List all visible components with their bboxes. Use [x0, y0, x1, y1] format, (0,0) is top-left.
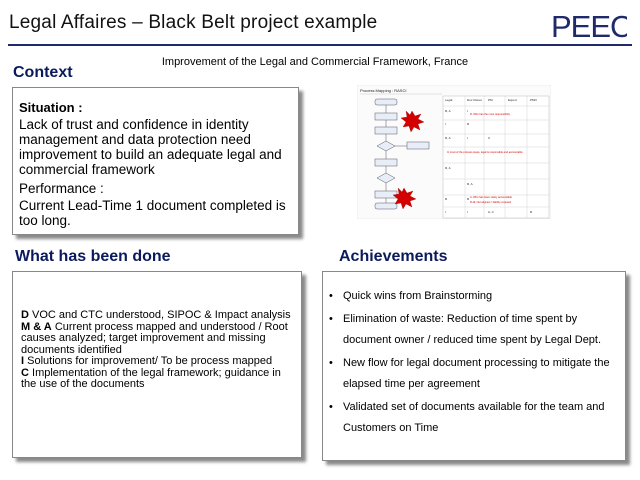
achievements-box: • Quick wins from Brainstorming • Eliminat… — [322, 271, 626, 461]
process-mapping-thumbnail: Process Mapping : RASCI — [357, 85, 551, 219]
rasci-note: R all: Not aligned = liability exposed — [470, 200, 512, 204]
dmaic-item-control: C Implementation of the legal framework;… — [21, 366, 296, 391]
dmaic-key: I — [21, 355, 25, 367]
rasci-note: In most of the process steps, legal is r… — [447, 150, 523, 154]
context-box: Situation : Lack of trust and confidence… — [12, 87, 299, 235]
bullet-icon: • — [329, 357, 333, 369]
situation-label: Situation : — [19, 100, 83, 115]
rasci-cell: I — [467, 136, 468, 140]
rasci-cell: A, C — [488, 210, 495, 214]
dmaic-text: VOC and CTC understood, SIPOC & Impact a… — [28, 309, 291, 321]
rasci-cell: R — [467, 197, 470, 201]
rasci-cell: R, A — [467, 182, 473, 186]
bullet-icon: • — [329, 313, 333, 325]
rasci-col-pm: PM — [488, 98, 493, 102]
rasci-cell: I — [467, 210, 468, 214]
achievement-text: Elimination of waste: Reduction of time … — [343, 313, 602, 346]
dmaic-key: C — [21, 366, 29, 379]
problem-burst-icon — [392, 110, 425, 210]
achievement-text: New flow for legal document processing t… — [343, 357, 610, 390]
slide-title: Legal Affaires – Black Belt project exam… — [9, 12, 378, 33]
achievement-item: • New flow for legal document processing … — [329, 353, 621, 395]
rasci-col-pmo: PMO — [530, 98, 538, 102]
rasci-cell: R, A — [445, 166, 451, 170]
rasci-col-expert: Expert — [508, 98, 517, 102]
situation-text: Lack of trust and confidence in identity… — [19, 117, 282, 177]
rasci-cell: I — [445, 210, 446, 214]
process-map-title: Process Mapping : RASCI — [360, 88, 406, 93]
done-box: D VOC and CTC understood, SIPOC & Impact… — [12, 271, 302, 458]
dmaic-text: Current process mapped and understood / … — [21, 320, 288, 356]
achievement-item: • Quick wins from Brainstorming — [329, 286, 621, 307]
rasci-col-doc-owner: Doc Owner — [467, 98, 482, 102]
bullet-icon: • — [329, 401, 333, 413]
rasci-cell: R — [530, 210, 533, 214]
context-heading: Context — [13, 64, 73, 81]
achievements-list: • Quick wins from Brainstorming • Eliminat… — [329, 286, 621, 441]
achievement-item: • Validated set of documents available fo… — [329, 397, 621, 439]
dmaic-item-measure-analyze: M & A Current process mapped and underst… — [21, 320, 296, 357]
performance-label: Performance : — [19, 181, 104, 196]
rasci-cell: I — [467, 109, 468, 113]
rasci-cell: R, A — [445, 109, 451, 113]
done-heading: What has been done — [15, 248, 171, 265]
project-subtitle: Improvement of the Legal and Commercial … — [161, 56, 469, 68]
achievement-text: Quick wins from Brainstorming — [343, 290, 493, 302]
performance-text: Current Lead-Time 1 document completed i… — [19, 198, 286, 228]
achievements-heading: Achievements — [339, 248, 448, 265]
dmaic-key: D — [21, 309, 29, 321]
rasci-cell: I — [445, 122, 446, 126]
rasci-note: A: Who has been solely accountable — [470, 195, 513, 199]
rasci-col-legal: Legal — [445, 98, 453, 102]
title-divider — [8, 44, 632, 46]
rasci-note: R: Who has the most responsibility — [470, 112, 511, 116]
achievement-text: Validated set of documents available for… — [343, 401, 605, 434]
dmaic-list: D VOC and CTC understood, SIPOC & Impact… — [21, 309, 296, 391]
achievement-item: • Elimination of waste: Reduction of time… — [329, 309, 621, 351]
dmaic-key: M & A — [21, 320, 52, 333]
rasci-cell: C — [488, 136, 491, 140]
rasci-cell: R — [467, 122, 470, 126]
dmaic-item-improve: I Solutions for improvement/ To be proce… — [21, 355, 296, 368]
dmaic-text: Implementation of the legal framework; g… — [21, 366, 281, 390]
rasci-cell: R — [445, 197, 448, 201]
logo-text: PEEC — [551, 9, 627, 44]
dmaic-text: Solutions for improvement/ To be process… — [24, 355, 273, 367]
bullet-icon: • — [329, 290, 333, 302]
rasci-cell: R, A — [445, 136, 451, 140]
peec-logo: PEEC — [551, 9, 627, 44]
dmaic-item-define: D VOC and CTC understood, SIPOC & Impact… — [21, 309, 296, 322]
